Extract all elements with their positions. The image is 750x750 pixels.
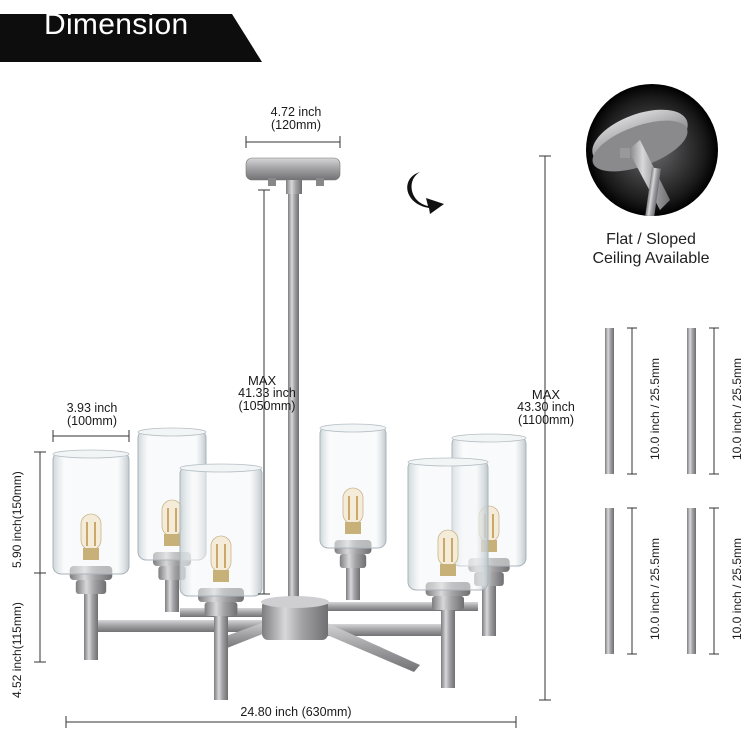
dimension-lines: [34, 136, 551, 728]
shade-width-label: 3.93 inch (100mm): [66, 401, 118, 428]
rod-height-label: MAX 41.33 inch (1050mm): [238, 373, 296, 413]
canopy-width-label: 4.72 inch (120mm): [270, 105, 322, 132]
rod-dimension-lines: [627, 327, 719, 655]
down-rod: [288, 194, 299, 604]
banner-title: Dimension: [44, 8, 189, 41]
lamp-5: [179, 463, 263, 700]
total-width-label: 24.80 inch (630mm): [240, 705, 352, 719]
lamp-4: [52, 449, 130, 660]
rod-label-1: 10.0 inch / 25.5mm: [648, 357, 662, 460]
holder-height-label: 4.52 inch(115mm): [10, 602, 24, 698]
ceiling-detail-inset: [586, 84, 718, 216]
lamp-6: [407, 457, 489, 688]
rod-label-2: 10.0 inch / 25.5mm: [730, 357, 744, 460]
rod-label-3: 10.0 inch / 25.5mm: [648, 537, 662, 640]
canopy: [245, 157, 341, 194]
center-hub: [262, 600, 328, 640]
lamp-group: [52, 423, 527, 700]
shade-height-label: 5.90 inch(150mm): [10, 471, 24, 568]
back-arms: [180, 602, 478, 617]
rod-label-4: 10.0 inch / 25.5mm: [730, 537, 744, 640]
lamp-3: [319, 423, 387, 600]
front-arms: [98, 620, 446, 672]
rotate-arrow-icon: [407, 172, 444, 214]
total-height-label: MAX 43.30 inch (1100mm): [517, 387, 575, 427]
extension-rods: [605, 328, 696, 654]
title-banner: [0, 14, 262, 62]
ceiling-caption: Flat / Sloped Ceiling Available: [592, 231, 710, 267]
